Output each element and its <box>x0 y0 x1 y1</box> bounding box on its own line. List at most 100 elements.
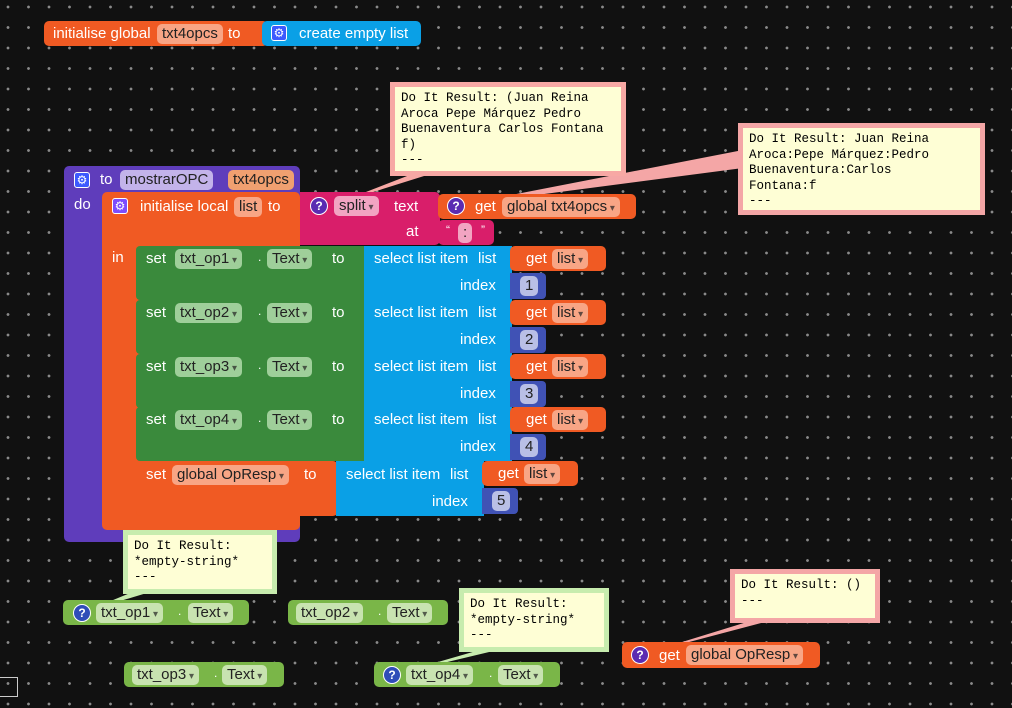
set-component-text-block[interactable]: set txt_op4 . Text to <box>136 407 366 461</box>
index-number-field[interactable]: 4 <box>520 437 539 457</box>
gear-icon[interactable]: ⚙ <box>74 172 90 188</box>
split-block[interactable]: ? split text at <box>300 192 440 245</box>
get-list-block[interactable]: get list <box>482 461 578 486</box>
dot-label: . <box>378 604 382 618</box>
property-dropdown[interactable]: Text <box>498 665 544 685</box>
select-list-item-label: select list item <box>374 358 469 375</box>
select-list-item-block[interactable]: select list item list index <box>364 354 512 408</box>
set-to-label: to <box>332 358 345 375</box>
text-separator-block[interactable]: “ : ” <box>438 220 494 245</box>
component-dropdown[interactable]: txt_op2 <box>175 303 243 323</box>
property-dropdown[interactable]: Text <box>267 303 313 323</box>
select-list-item-block[interactable]: select list item list index <box>364 407 512 461</box>
set-global-var-dropdown[interactable]: global OpResp <box>172 465 290 485</box>
set-component-text-block[interactable]: set txt_op1 . Text to <box>136 246 366 300</box>
global-init-block[interactable]: initialise global txt4opcs to <box>44 21 268 46</box>
loose-txt-op3-getter[interactable]: txt_op3 . Text <box>124 662 284 687</box>
local-var-name-field[interactable]: list <box>234 197 263 217</box>
set-component-text-block[interactable]: set txt_op2 . Text to <box>136 300 366 354</box>
loose-txt-op1-getter[interactable]: ? txt_op1 . Text <box>63 600 249 625</box>
component-dropdown[interactable]: txt_op2 <box>296 603 364 623</box>
get-list-block[interactable]: get list <box>510 407 606 432</box>
index-number-field[interactable]: 3 <box>520 384 539 404</box>
loose-txt-op2-getter[interactable]: txt_op2 . Text <box>288 600 448 625</box>
component-dropdown[interactable]: txt_op1 <box>96 603 164 623</box>
get-label: get <box>475 198 496 215</box>
dot-label: . <box>258 250 262 264</box>
get-label: get <box>526 411 547 428</box>
set-global-opresp-block[interactable]: set global OpResp to <box>136 461 338 516</box>
set-label: set <box>146 411 167 428</box>
global-var-name-field[interactable]: txt4opcs <box>157 24 223 44</box>
select-list-label: list <box>478 358 497 375</box>
get-list-block[interactable]: get list <box>510 246 606 271</box>
select-list-item-block[interactable]: select list item list index <box>364 300 512 354</box>
procedure-name-field[interactable]: mostrarOPC <box>120 170 214 190</box>
local-init-to-label: to <box>268 198 281 215</box>
question-icon[interactable]: ? <box>447 197 465 215</box>
get-var-dropdown[interactable]: list <box>552 303 589 323</box>
select-list-label: list <box>478 304 497 321</box>
index-number-block[interactable]: 4 <box>510 434 546 460</box>
question-icon[interactable]: ? <box>383 666 401 684</box>
component-dropdown[interactable]: txt_op3 <box>175 357 243 377</box>
split-result-comment[interactable]: Do It Result: (Juan Reina Aroca Pepe Már… <box>390 82 626 176</box>
property-dropdown[interactable]: Text <box>267 410 313 430</box>
get-var-dropdown[interactable]: list <box>552 357 589 377</box>
property-dropdown[interactable]: Text <box>387 603 433 623</box>
index-number-block[interactable]: 1 <box>510 273 546 299</box>
opresp-result-comment[interactable]: Do It Result: () --- <box>730 569 880 623</box>
property-dropdown[interactable]: Text <box>188 603 234 623</box>
get-opresp-dropdown[interactable]: global OpResp <box>686 645 804 665</box>
get-global-var-dropdown[interactable]: global txt4opcs <box>502 197 620 217</box>
get-var-dropdown[interactable]: list <box>552 410 589 430</box>
loose-txt-op4-getter[interactable]: ? txt_op4 . Text <box>374 662 560 687</box>
select-index-label: index <box>460 277 496 294</box>
procedure-param-field[interactable]: txt4opcs <box>228 170 294 190</box>
local-init-in-label: in <box>112 249 124 266</box>
index-number-block[interactable]: 3 <box>510 381 546 407</box>
gear-icon[interactable]: ⚙ <box>271 25 287 41</box>
txt-op4-result-comment[interactable]: Do It Result: *empty-string* --- <box>459 588 609 652</box>
get-var-dropdown[interactable]: list <box>552 249 589 269</box>
dot-label: . <box>489 666 493 680</box>
component-dropdown[interactable]: txt_op4 <box>406 665 474 685</box>
select-index-label: index <box>460 438 496 455</box>
question-icon[interactable]: ? <box>73 604 91 622</box>
get-var-dropdown[interactable]: list <box>524 464 561 484</box>
component-dropdown[interactable]: txt_op1 <box>175 249 243 269</box>
set-to-label: to <box>332 250 345 267</box>
set-component-text-block[interactable]: set txt_op3 . Text to <box>136 354 366 408</box>
loose-get-opresp-block[interactable]: ? get global OpResp <box>622 642 820 668</box>
get-global-block[interactable]: ? get global txt4opcs <box>438 194 636 219</box>
index-number-block[interactable]: 2 <box>510 327 546 353</box>
select-list-item-block[interactable]: select list item list index <box>364 246 512 300</box>
dot-label: . <box>178 604 182 618</box>
set-label: set <box>146 250 167 267</box>
component-dropdown[interactable]: txt_op4 <box>175 410 243 430</box>
create-empty-list-block[interactable]: ⚙ create empty list <box>262 21 421 46</box>
get-label: get <box>526 358 547 375</box>
property-dropdown[interactable]: Text <box>267 357 313 377</box>
separator-field[interactable]: : <box>458 223 473 243</box>
get-list-block[interactable]: get list <box>510 300 606 325</box>
index-number-block[interactable]: 5 <box>482 488 518 514</box>
select-list-label: list <box>478 250 497 267</box>
select-index-label: index <box>460 331 496 348</box>
component-dropdown[interactable]: txt_op3 <box>132 665 200 685</box>
property-dropdown[interactable]: Text <box>222 665 268 685</box>
index-number-field[interactable]: 2 <box>520 330 539 350</box>
txt-op1-result-comment[interactable]: Do It Result: *empty-string* --- <box>123 530 277 594</box>
close-quote: ” <box>481 223 485 237</box>
index-number-field[interactable]: 1 <box>520 276 539 296</box>
question-icon[interactable]: ? <box>631 646 649 664</box>
get-global-result-comment[interactable]: Do It Result: Juan Reina Aroca:Pepe Márq… <box>738 123 985 215</box>
split-op-dropdown[interactable]: split <box>334 196 379 216</box>
question-icon[interactable]: ? <box>310 197 328 215</box>
gear-icon[interactable]: ⚙ <box>112 198 128 214</box>
offscreen-widget[interactable] <box>0 677 18 697</box>
select-list-item-block[interactable]: select list item list index <box>336 461 484 516</box>
index-number-field[interactable]: 5 <box>492 491 511 511</box>
get-list-block[interactable]: get list <box>510 354 606 379</box>
property-dropdown[interactable]: Text <box>267 249 313 269</box>
